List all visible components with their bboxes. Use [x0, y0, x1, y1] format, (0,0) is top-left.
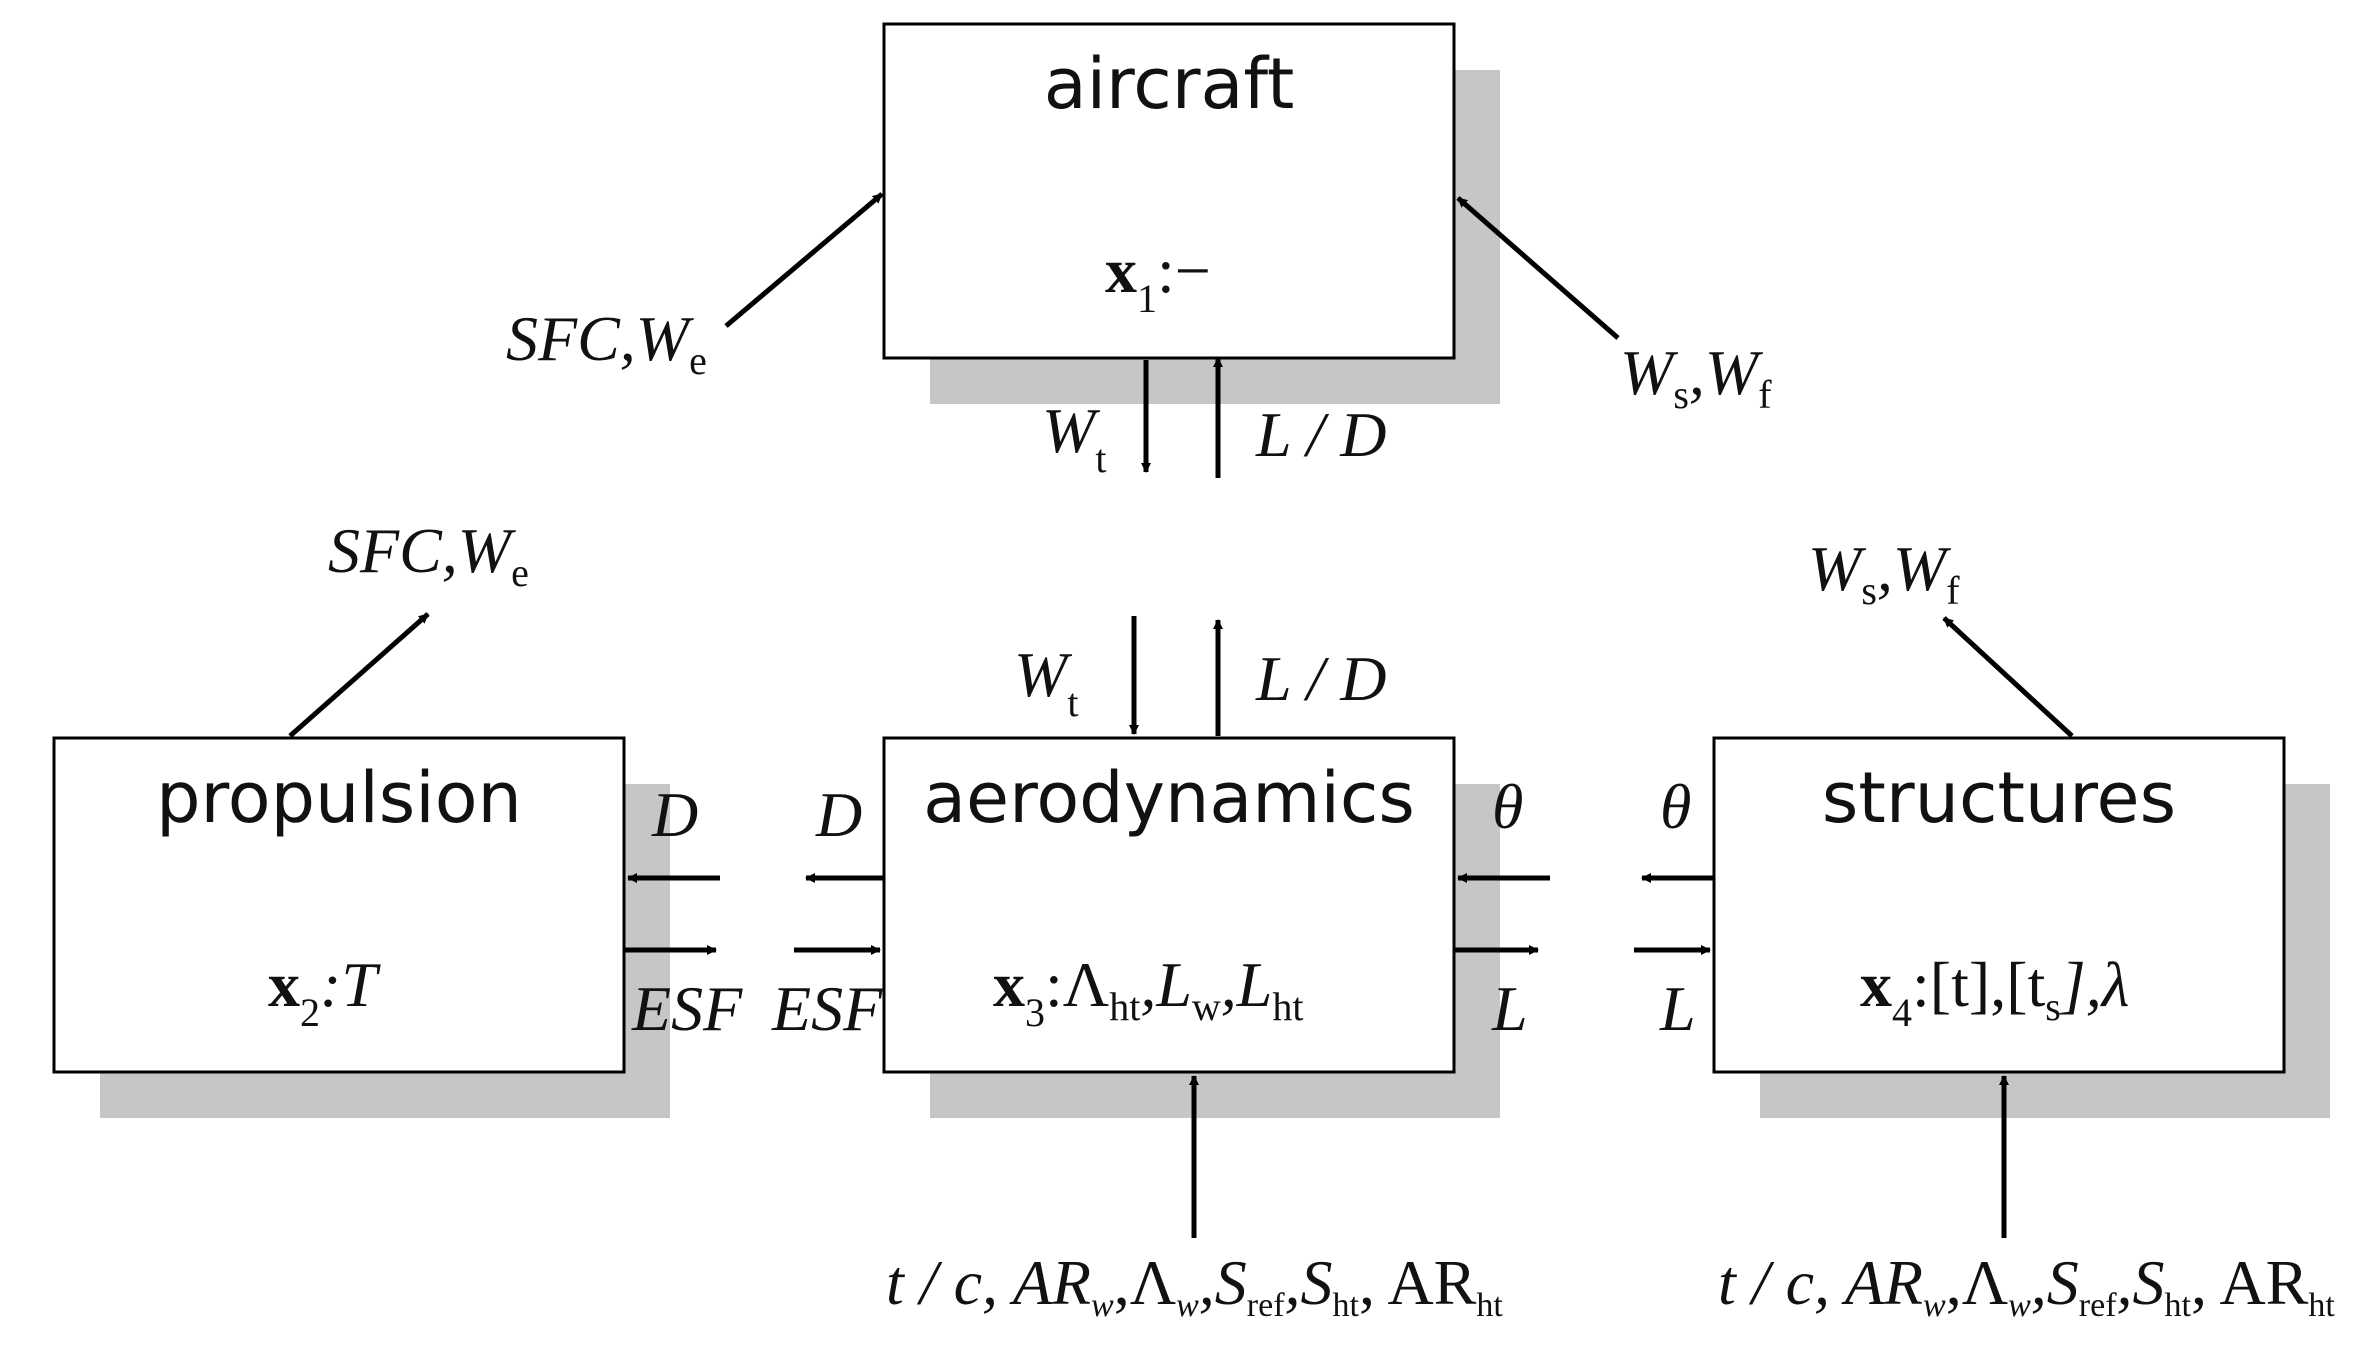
- aircraft-title: aircraft: [1044, 43, 1295, 125]
- label-d-propulsion: D: [651, 779, 698, 850]
- aerodynamics-box-frame: [882, 736, 1456, 1074]
- label-wt-aero: Wt: [1014, 639, 1078, 725]
- label-esf-propulsion: ESF: [631, 973, 743, 1044]
- label-ld-aero: L / D: [1255, 643, 1386, 714]
- arrow-ws-wf-from-structures: [1942, 616, 2074, 738]
- aerodynamics-box: aerodynamics x3:Λht,Lw,Lht: [882, 736, 1500, 1118]
- label-ws-wf-aircraft: Ws,Wf: [1620, 337, 1772, 417]
- arrow-sfc-we-from-propulsion: [288, 612, 430, 738]
- label-wt-aircraft: Wt: [1042, 395, 1106, 481]
- structures-box: structures x4:[t],[ts],λ: [1712, 736, 2330, 1118]
- aircraft-box-frame: [882, 22, 1456, 360]
- propulsion-design-vars: x2:T: [268, 949, 381, 1035]
- propulsion-box: propulsion x2:T: [52, 736, 670, 1118]
- label-d-aero: D: [815, 779, 862, 850]
- label-esf-aero: ESF: [771, 973, 883, 1044]
- label-inputs-structures: t / c, ARw,Λw,Sref,Sht, ARht: [1718, 1247, 2335, 1324]
- structures-box-frame: [1712, 736, 2286, 1074]
- label-theta-structures: θ: [1660, 771, 1691, 842]
- label-l-aero: L: [1491, 973, 1528, 1044]
- label-sfc-we-aircraft: SFC,We: [506, 303, 707, 383]
- arrows: [288, 192, 2074, 1238]
- label-ld-aircraft: L / D: [1255, 399, 1386, 470]
- aircraft-design-vars: x1:−: [1105, 235, 1211, 321]
- propulsion-title: propulsion: [156, 757, 522, 839]
- labels: SFC,We Ws,Wf Wt L / D SFC,We Ws,Wf Wt L …: [328, 303, 2335, 1324]
- propulsion-box-frame: [52, 736, 626, 1074]
- label-ws-wf-structures: Ws,Wf: [1808, 533, 1960, 613]
- structures-title: structures: [1822, 757, 2176, 839]
- label-l-structures: L: [1659, 973, 1696, 1044]
- aerodynamics-title: aerodynamics: [923, 757, 1415, 839]
- aircraft-box: aircraft x1:−: [882, 22, 1500, 404]
- aerodynamics-design-vars: x3:Λht,Lw,Lht: [993, 949, 1304, 1035]
- arrow-ws-wf-to-aircraft: [1456, 196, 1620, 340]
- label-sfc-we-propulsion: SFC,We: [328, 515, 529, 595]
- structures-design-vars: x4:[t],[ts],λ: [1860, 949, 2129, 1035]
- arrow-sfc-we-to-aircraft: [724, 192, 884, 328]
- label-inputs-aero: t / c, ARw,Λw,Sref,Sht, ARht: [886, 1247, 1503, 1324]
- label-theta-aero: θ: [1492, 771, 1523, 842]
